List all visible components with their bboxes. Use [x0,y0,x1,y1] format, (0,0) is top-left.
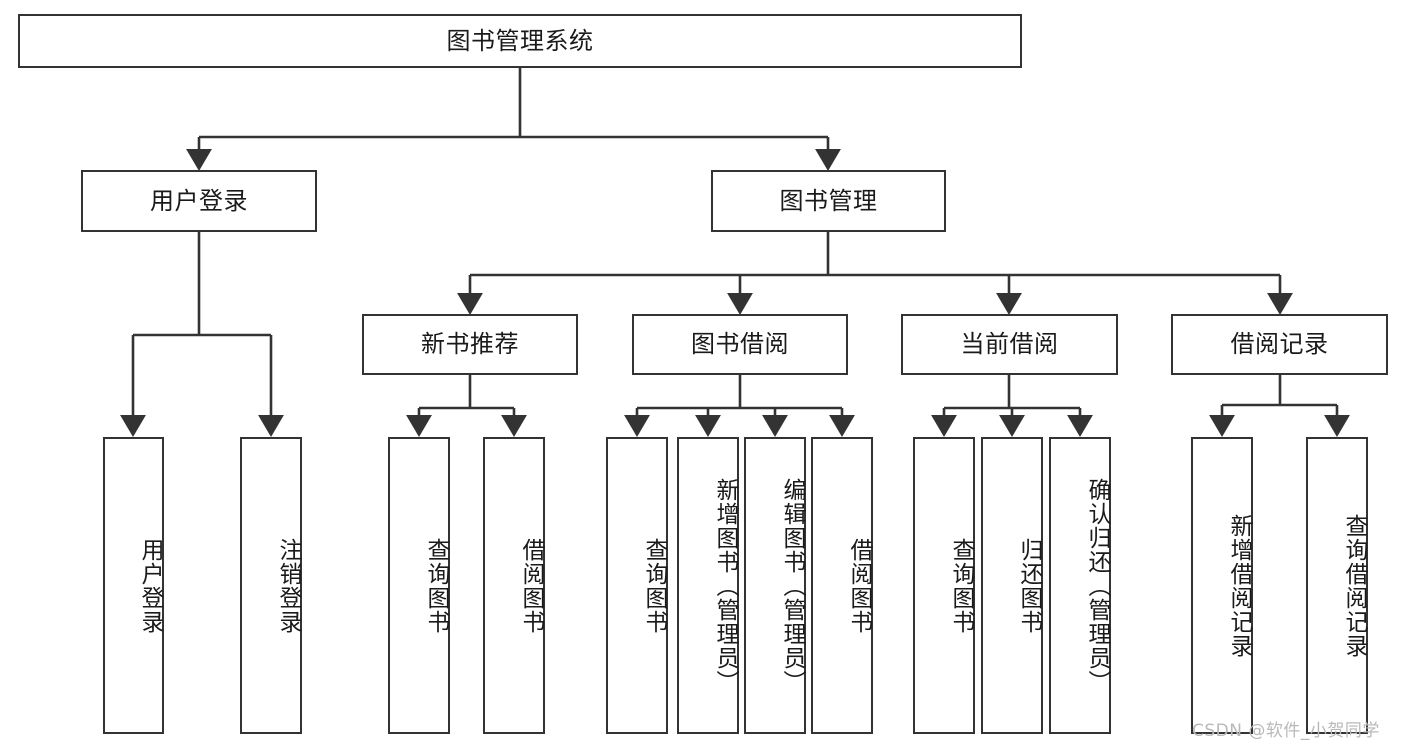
node-root-label: 图书管理系统 [446,26,594,55]
node-user-login-label: 用户登录 [150,186,248,215]
node-borrow-records-label: 借阅记录 [1230,330,1329,359]
leaf-records-query[interactable]: 查询借阅记录 [1306,437,1368,734]
leaf-current-confirm-return-label: 确认归还（管理员） [1084,477,1110,694]
node-new-book-recommend[interactable]: 新书推荐 [362,314,578,375]
leaf-user-logout[interactable]: 注销登录 [240,437,302,734]
node-book-borrow[interactable]: 图书借阅 [632,314,848,375]
leaf-borrow-edit-book-label: 编辑图书（管理员） [779,477,805,694]
leaf-user-logout-label: 注销登录 [275,537,301,634]
leaf-borrow-query-book-label: 查询图书 [641,537,667,634]
leaf-records-add-label: 新增借阅记录 [1226,513,1252,658]
leaf-borrow-add-book-label: 新增图书（管理员） [712,477,738,694]
leaf-new-borrow-book[interactable]: 借阅图书 [483,437,545,734]
node-borrow-records[interactable]: 借阅记录 [1171,314,1388,375]
leaf-user-login-label: 用户登录 [137,537,163,634]
node-root[interactable]: 图书管理系统 [18,14,1022,68]
leaf-user-login[interactable]: 用户登录 [103,437,164,734]
node-book-management[interactable]: 图书管理 [711,170,946,232]
node-current-borrow-label: 当前借阅 [960,330,1059,359]
leaf-current-confirm-return[interactable]: 确认归还（管理员） [1049,437,1111,734]
node-new-book-recommend-label: 新书推荐 [421,330,519,359]
leaf-borrow-lend-book-label: 借阅图书 [846,537,872,634]
node-book-borrow-label: 图书借阅 [691,330,789,359]
node-current-borrow[interactable]: 当前借阅 [901,314,1118,375]
leaf-current-return-book-label: 归还图书 [1016,537,1042,634]
csdn-watermark: CSDN @软件_小贺同学 [1192,721,1380,741]
leaf-borrow-add-book[interactable]: 新增图书（管理员） [677,437,739,734]
leaf-current-return-book[interactable]: 归还图书 [981,437,1043,734]
leaf-borrow-query-book[interactable]: 查询图书 [606,437,668,734]
leaf-records-query-label: 查询借阅记录 [1341,513,1367,658]
leaf-new-query-book-label: 查询图书 [423,537,449,634]
leaf-borrow-lend-book[interactable]: 借阅图书 [811,437,873,734]
leaf-new-borrow-book-label: 借阅图书 [518,537,544,634]
leaf-records-add[interactable]: 新增借阅记录 [1191,437,1253,734]
node-book-management-label: 图书管理 [779,186,878,215]
leaf-current-query-book[interactable]: 查询图书 [913,437,975,734]
leaf-current-query-book-label: 查询图书 [948,537,974,634]
leaf-borrow-edit-book[interactable]: 编辑图书（管理员） [744,437,806,734]
leaf-new-query-book[interactable]: 查询图书 [388,437,450,734]
node-user-login[interactable]: 用户登录 [81,170,317,232]
